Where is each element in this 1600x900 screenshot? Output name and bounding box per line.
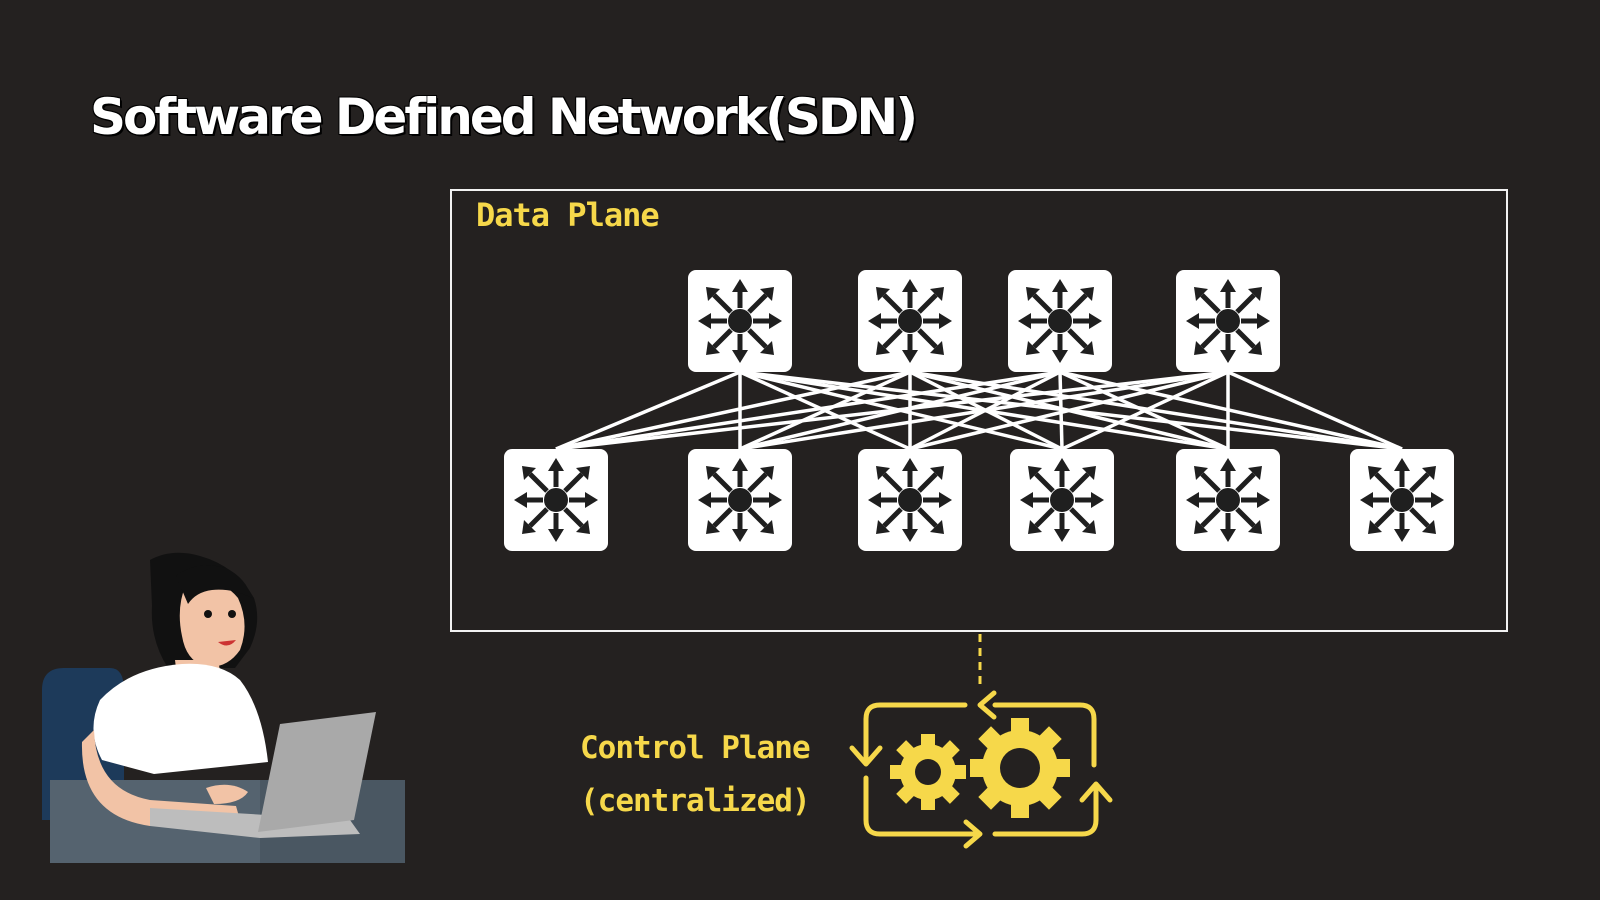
leaf-switch-icon-3 <box>858 449 962 551</box>
link-spine3-leaf6 <box>1059 370 1403 451</box>
link-spine3-leaf1 <box>555 370 1061 451</box>
person-at-laptop-illustration <box>42 552 405 863</box>
link-spine3-leaf4 <box>1058 371 1064 450</box>
link-spine1-leaf1 <box>555 370 741 451</box>
link-spine2-leaf6 <box>909 370 1403 451</box>
leaf-switch-icon-6 <box>1350 449 1454 551</box>
gears-icon <box>890 718 1070 818</box>
control-plane-label: Control Plane (centralized) <box>580 722 830 828</box>
link-spine4-leaf2 <box>739 370 1229 451</box>
data-plane-box <box>450 189 1508 632</box>
control-plane-label-line2: (centralized) <box>580 783 811 819</box>
link-spine2-leaf2 <box>739 370 911 451</box>
link-spine2-leaf1 <box>555 370 911 451</box>
page-title: Software Defined Network(SDN) <box>90 88 918 146</box>
leaf-switch-icon-2 <box>688 449 792 551</box>
spine-switch-icon-3 <box>1008 270 1112 372</box>
link-spine4-leaf1 <box>555 370 1229 451</box>
leaf-switch-icon-1 <box>504 449 608 551</box>
spine-switch-icon-2 <box>858 270 962 372</box>
data-plane-label: Data Plane <box>476 196 660 234</box>
control-plane-label-line1: Control Plane <box>580 730 811 766</box>
spine-switch-icon-4 <box>1176 270 1280 372</box>
cycle-arrows-icon <box>849 690 1113 849</box>
spine-switch-icon-1 <box>688 270 792 372</box>
leaf-switch-icon-4 <box>1010 449 1114 551</box>
leaf-switch-icon-5 <box>1176 449 1280 551</box>
link-spine4-leaf6 <box>1227 370 1403 451</box>
link-spine4-leaf4 <box>1061 370 1229 451</box>
links-layer <box>555 370 1403 451</box>
link-spine4-leaf3 <box>909 370 1229 451</box>
